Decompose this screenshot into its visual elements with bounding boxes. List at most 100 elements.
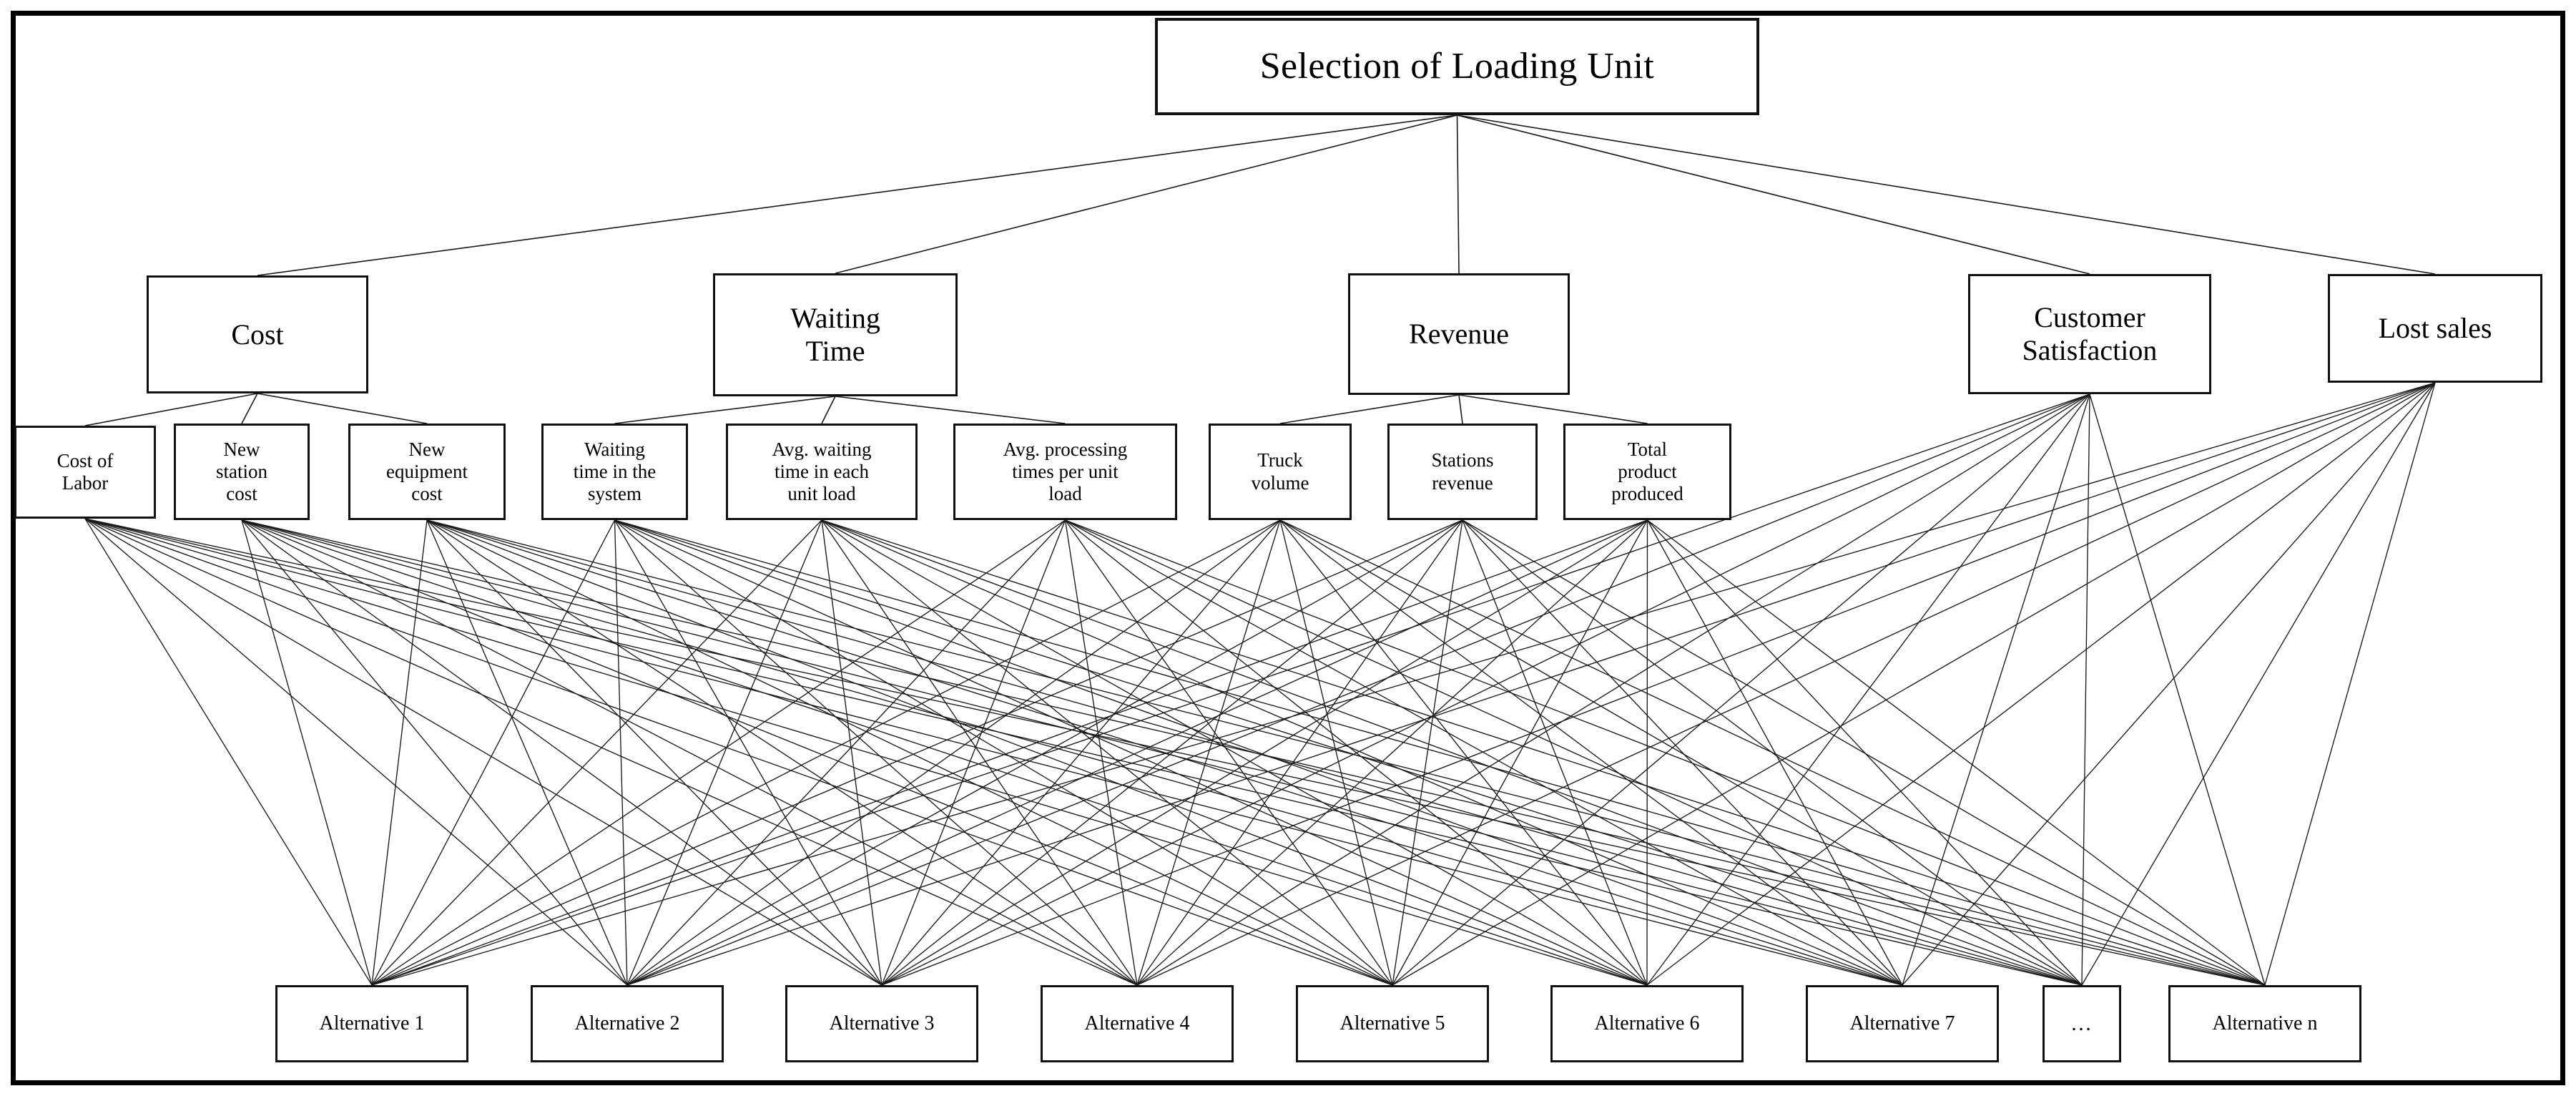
criterion-to-alternative-link (821, 519, 1903, 986)
criterion-to-alternative-link (881, 393, 2090, 986)
criterion-to-alternative-link (1462, 519, 2083, 986)
node-label: … (2070, 1011, 2093, 1035)
alternative-node-8[interactable]: … (2042, 985, 2121, 1062)
criterion-to-alternative-link (1136, 519, 1281, 986)
goal-node-selection-of-loading-unit[interactable]: Selection of Loading Unit (1155, 18, 1759, 115)
criterion-to-alternative-link (426, 519, 2266, 986)
node-label: Alternative 3 (829, 1012, 935, 1035)
criterion-to-alternative-link (1065, 519, 2266, 986)
criterion-to-alternative-link (241, 519, 1648, 986)
node-label: Alternative 2 (574, 1012, 680, 1035)
criterion-to-alternative-link (371, 519, 1463, 986)
criterion-to-alternative-link (1392, 393, 2090, 986)
node-label: Alternative 7 (1849, 1012, 1955, 1035)
node-label: Alternative 4 (1084, 1012, 1190, 1035)
criterion-to-alternative-link (426, 519, 1648, 986)
criterion-to-subcriterion-link (1458, 394, 1463, 424)
criterion-to-alternative-link (626, 393, 2090, 986)
criterion-to-alternative-link (426, 519, 628, 986)
criterion-to-alternative-link (84, 518, 1903, 986)
criterion-to-alternative-link (1647, 519, 2083, 986)
criterion-to-alternative-link (2264, 382, 2436, 986)
criterion-to-subcriterion-link (1458, 394, 1648, 424)
criterion-to-alternative-link (1136, 393, 2090, 986)
criterion-to-alternative-link (626, 519, 1281, 986)
node-label: Cost (231, 318, 284, 351)
criterion-to-alternative-link (371, 519, 616, 986)
criterion-to-alternative-link (371, 519, 1281, 986)
node-label: Alternative 5 (1339, 1012, 1445, 1035)
criterion-to-alternative-link (426, 519, 1393, 986)
criterion-to-alternative-link (241, 519, 1393, 986)
criterion-to-alternative-link (614, 519, 1903, 986)
criterion-to-alternative-link (2089, 393, 2266, 986)
criterion-to-subcriterion-link (84, 393, 258, 426)
criterion-node-1[interactable]: Cost (147, 275, 368, 393)
criterion-to-alternative-link (426, 519, 2083, 986)
criterion-node-5[interactable]: Lost sales (2328, 274, 2542, 383)
criterion-to-alternative-link (614, 519, 1648, 986)
criterion-to-alternative-link (241, 519, 1138, 986)
criterion-to-alternative-link (1065, 519, 1903, 986)
criterion-to-alternative-link (1279, 519, 1393, 986)
criterion-node-3[interactable]: Revenue (1348, 273, 1570, 395)
criterion-to-alternative-link (881, 519, 1648, 986)
criterion-to-alternative-link (1462, 519, 1903, 986)
criterion-to-alternative-link (2081, 393, 2090, 986)
criterion-to-subcriterion-link (835, 396, 1066, 424)
criterion-to-alternative-link (1646, 519, 1903, 986)
alternative-node-1[interactable]: Alternative 1 (275, 985, 468, 1062)
criterion-to-alternative-link (84, 518, 883, 986)
alternative-node-3[interactable]: Alternative 3 (785, 985, 978, 1062)
criterion-to-alternative-link (84, 518, 1138, 986)
criterion-to-alternative-link (84, 518, 373, 986)
criterion-to-alternative-link (1646, 393, 2090, 986)
criterion-to-alternative-link (1462, 519, 2266, 986)
criterion-to-alternative-link (241, 519, 373, 986)
goal-to-criterion-link (257, 114, 1457, 276)
criterion-to-alternative-link (614, 519, 2083, 986)
alternative-node-4[interactable]: Alternative 4 (1041, 985, 1234, 1062)
criterion-to-subcriterion-link (1279, 394, 1460, 424)
criterion-to-alternative-link (241, 519, 2083, 986)
criterion-to-alternative-link (614, 519, 883, 986)
criterion-to-alternative-link (1136, 519, 1463, 986)
criterion-to-alternative-link (1392, 519, 1463, 986)
node-label: Alternative n (2212, 1012, 2318, 1035)
criterion-to-alternative-link (1902, 382, 2436, 986)
alternative-node-5[interactable]: Alternative 5 (1296, 985, 1489, 1062)
alternative-node-7[interactable]: Alternative 7 (1806, 985, 1999, 1062)
alternative-node-9[interactable]: Alternative n (2168, 985, 2361, 1062)
criterion-to-subcriterion-link (821, 396, 836, 424)
criterion-to-alternative-link (1646, 519, 1648, 986)
criterion-to-alternative-link (626, 382, 2436, 986)
criterion-to-alternative-link (1647, 519, 2266, 986)
node-label: Alternative 1 (319, 1012, 425, 1035)
criterion-to-alternative-link (614, 519, 1138, 986)
criterion-to-alternative-link (626, 519, 1066, 986)
figure-outer-border (11, 11, 2565, 1085)
criterion-to-alternative-link (1392, 382, 2436, 986)
alternative-node-6[interactable]: Alternative 6 (1550, 985, 1744, 1062)
alternative-node-2[interactable]: Alternative 2 (531, 985, 724, 1062)
criterion-to-alternative-link (881, 519, 1281, 986)
criterion-to-alternative-link (1136, 519, 1648, 986)
